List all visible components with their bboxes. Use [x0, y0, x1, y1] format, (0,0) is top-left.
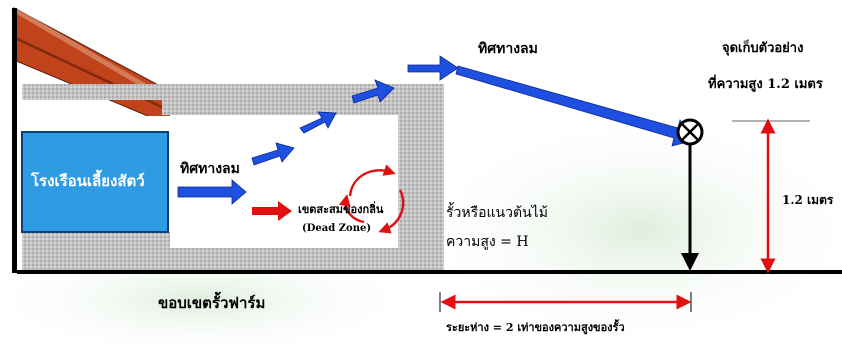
fence-enclosure — [22, 84, 442, 270]
wind-direction-label-upper: ทิศทางลม — [478, 41, 538, 57]
fence-label-line2: ความสูง = H — [446, 234, 529, 250]
background-glow — [410, 110, 842, 350]
wind-arrow — [177, 179, 247, 205]
wind-direction-label-lower: ทิศทางลม — [180, 161, 240, 177]
dead-zone-area — [170, 115, 398, 248]
fence-label-line1: รั้วหรือแนวต้นไม้ — [446, 205, 548, 221]
wind-arrow — [351, 79, 395, 104]
circle-x-icon — [676, 118, 704, 271]
barn-box — [21, 131, 169, 233]
dead-zone-arrow — [252, 201, 292, 221]
dead-zone-en-label: (Dead Zone) — [302, 223, 372, 234]
barn-label: โรงเรือนเลี้ยงสัตว์ — [31, 172, 145, 190]
distance-label: ระยะห่าง = 2 เท่าของความสูงของรั้ว — [446, 321, 625, 334]
wind-arrow — [407, 55, 459, 81]
height-label: 1.2 เมตร — [782, 193, 834, 207]
wind-arrow — [299, 111, 337, 134]
farm-boundary-label: ขอบเขตรั้วฟาร์ม — [158, 294, 266, 312]
fence-tree-line — [432, 84, 444, 270]
wind-arrow — [251, 142, 295, 166]
sampling-point-label-line1: จุดเก็บตัวอย่าง — [722, 41, 804, 56]
left-wall — [12, 8, 17, 273]
ground-line — [17, 270, 842, 274]
sampling-point-label-line2: ที่ความสูง 1.2 เมตร — [708, 77, 823, 92]
dead-zone-label: เขตสะสมของกลิ่น — [298, 203, 384, 216]
circular-arrows-icon — [338, 164, 405, 234]
